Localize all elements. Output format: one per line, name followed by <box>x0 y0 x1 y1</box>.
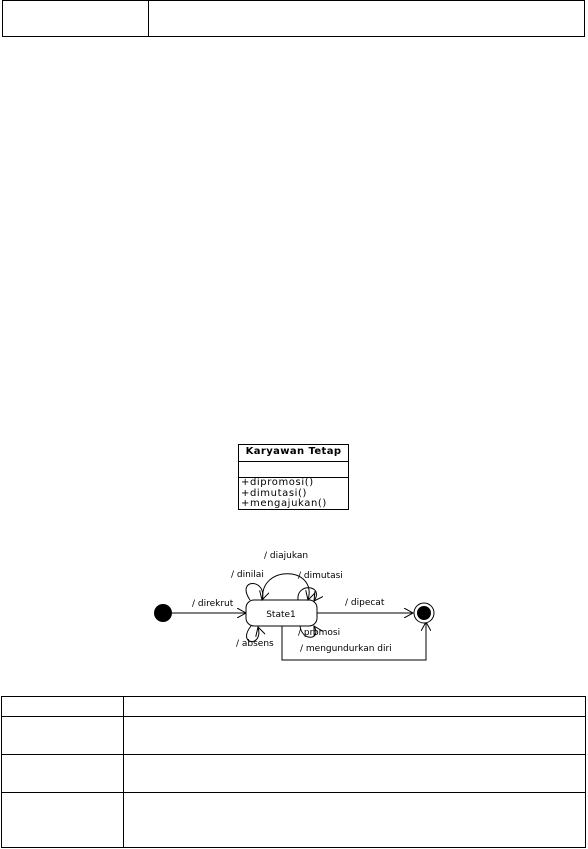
operation-dimutasi: +dimutasi() <box>241 487 308 499</box>
label-direkrut: / direkrut <box>192 599 234 609</box>
loop-dimutasi <box>297 587 317 601</box>
bottom-table-row-divider-1 <box>2 716 585 717</box>
loop-dinilai <box>245 583 263 601</box>
bottom-table <box>1 696 586 848</box>
label-absens: / absens <box>236 639 274 649</box>
label-diajukan: / diajukan <box>264 551 308 561</box>
state-diagram: / direkrut State1 / dinilai / diajukan /… <box>154 551 435 661</box>
loop-absens <box>246 625 259 642</box>
bottom-table-row-divider-2 <box>2 754 585 755</box>
label-promosi: / promosi <box>298 628 340 638</box>
label-mengundurkan-diri: / mengundurkan diri <box>300 644 392 654</box>
label-dipecat: / dipecat <box>345 598 385 608</box>
loop-promosi <box>299 626 316 638</box>
class-operations-divider <box>239 477 348 478</box>
class-name: Karyawan Tetap <box>245 446 342 457</box>
operation-mengajukan: +mengajukan() <box>241 498 327 509</box>
class-box: Karyawan Tetap +dipromosi() +dimutasi() … <box>238 444 349 510</box>
final-state <box>417 606 431 620</box>
class-operations: +dipromosi() +dimutasi() +mengajukan() <box>241 477 327 510</box>
operation-dipromosi: +dipromosi() <box>241 477 314 488</box>
header-table-divider <box>148 1 149 36</box>
label-dimutasi: / dimutasi <box>298 571 343 581</box>
bottom-table-column-divider <box>123 697 124 847</box>
loop-diajukan <box>262 573 309 600</box>
transition-mengundurkan-diri <box>281 622 426 661</box>
state-name: State1 <box>266 610 296 620</box>
label-dinilai: / dinilai <box>231 570 264 580</box>
header-table <box>2 0 585 37</box>
bottom-table-row-divider-3 <box>2 792 585 793</box>
class-attributes-divider <box>239 461 348 462</box>
initial-state <box>154 604 172 622</box>
